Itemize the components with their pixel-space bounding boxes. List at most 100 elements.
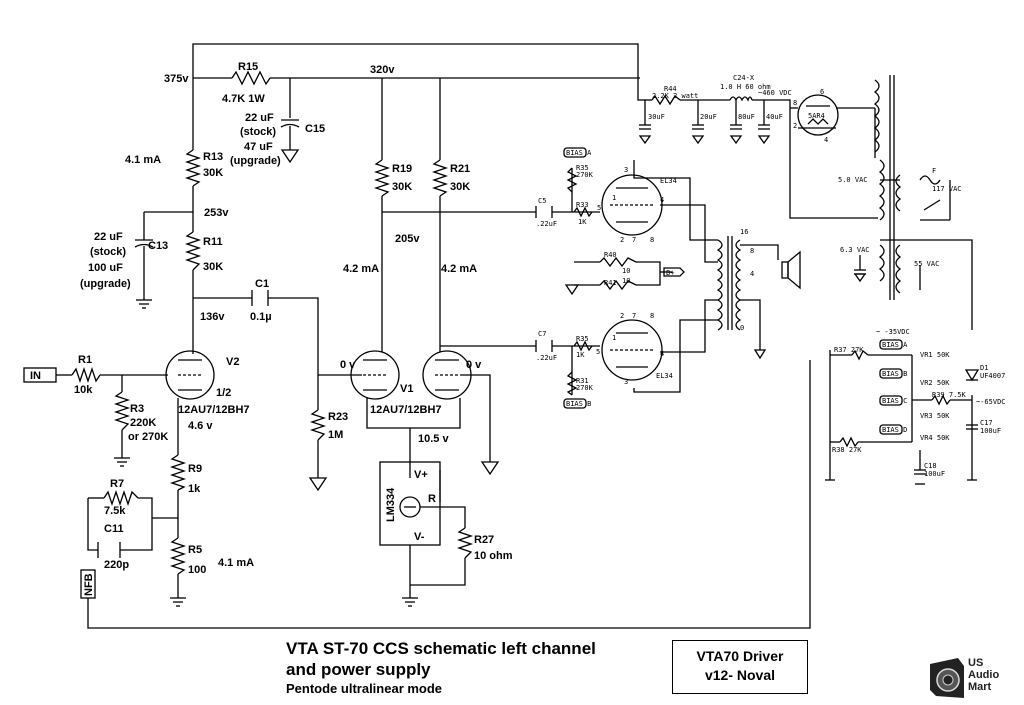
label-vr1: VR1 50K [920, 351, 950, 359]
tube-v1a [350, 350, 400, 400]
label-r3-a: 220K [130, 417, 156, 429]
bias-tags [23, 147, 903, 599]
label-el34b-p4: 4 [660, 350, 664, 358]
label-r39: R39 7.5K [932, 391, 967, 399]
label-el34b-p7: 7 [632, 312, 636, 320]
label-el34b-p2: 2 [620, 312, 624, 320]
label-c15-a: 22 uF [245, 112, 274, 124]
title-block-line-2: v12- Noval [704, 667, 776, 683]
label-bias-d: BIAS D [882, 426, 907, 434]
tube-el34b [601, 319, 663, 381]
label-r5: R5 [188, 544, 202, 556]
label-r38: R38 27K [832, 446, 862, 454]
grounds [114, 135, 977, 607]
label-r19: R19 [392, 163, 412, 175]
label-4-2ma-b: 4.2 mA [441, 263, 477, 275]
label-v2-type: 12AU7/12BH7 [178, 404, 250, 416]
output-transformer [716, 236, 801, 331]
label-d1: D1 [980, 364, 988, 372]
label-el34a-p1: 1 [612, 194, 616, 202]
caption-line-2: and power supply [286, 660, 431, 679]
label-r-pin: R [428, 493, 436, 505]
label-55vac: 55 VAC [914, 260, 939, 268]
label-r13: R13 [203, 151, 223, 163]
label-c24: C24-X [733, 74, 755, 82]
label-r9: R9 [188, 463, 202, 475]
speaker-icon [781, 261, 789, 279]
label-r37: R37 27K [834, 346, 864, 354]
label-6-3vac: 6.3 VAC [840, 246, 870, 254]
label-r1-val: 10k [74, 384, 93, 396]
label-r27-val: 10 ohm [474, 550, 513, 562]
label-c15-b: (stock) [240, 126, 276, 138]
label-r11-val: 30K [203, 261, 223, 273]
label-fuse: F [932, 167, 936, 175]
logo-line-1: US [968, 657, 984, 669]
resistor-r35b [573, 340, 593, 352]
resistor-r1 [71, 366, 101, 384]
label-bias-a: BIAS A [566, 149, 592, 157]
label-r11: R11 [203, 236, 223, 248]
label-el34b-p3: 3 [624, 378, 628, 386]
label-r41: R41 [604, 279, 617, 287]
label-bias-b: BIAS B [566, 400, 591, 408]
title-block: VTA70 Driver v12- Noval [672, 640, 808, 694]
label-r7: R7 [110, 478, 124, 490]
label-c15-c: 47 uF [244, 141, 273, 153]
label-half: 1/2 [216, 387, 231, 399]
label-v1: V1 [400, 383, 413, 395]
label-r1: R1 [78, 354, 92, 366]
label-el34b-p5: 5 [596, 348, 600, 356]
label-vr2: VR2 50K [920, 379, 950, 387]
label-lm334: LM334 [385, 487, 397, 522]
label-c13-d: (upgrade) [80, 278, 131, 290]
label-nfb: NFB [83, 573, 95, 596]
speaker-logo-icon [930, 658, 964, 698]
label-r21: R21 [450, 163, 470, 175]
label-4-1ma-a: 4.1 mA [125, 154, 161, 166]
us-audio-mart-logo: US Audio Mart [928, 656, 1020, 702]
label-r35a-val: 270K [576, 171, 594, 179]
label-c5-val: .22uF [536, 220, 557, 228]
resistor-r27 [456, 527, 474, 559]
resistor-r19 [373, 159, 391, 197]
resistor-r7 [103, 489, 139, 507]
label-c18: C18 [924, 462, 937, 470]
label-r44-val: 2.2K 2 watt [652, 92, 698, 100]
title-block-line-1: VTA70 Driver [696, 648, 784, 664]
label-ot-4: 4 [750, 270, 754, 278]
label-r3-b: or 270K [128, 431, 168, 443]
label-r31-val: 270K [576, 384, 594, 392]
label-460vdc: ~460 VDC [758, 89, 792, 97]
label-30uf: 30uF [648, 113, 665, 121]
label-205v: 205v [395, 233, 420, 245]
label-el34a: EL34 [660, 177, 677, 185]
label-r41-val: 10 [622, 277, 630, 285]
label-r35b-val: 1K [576, 351, 585, 359]
label-ot-0: 0 [740, 324, 744, 332]
label-5ar4-p8: 8 [793, 99, 797, 107]
label-375v: 375v [164, 73, 189, 85]
logo-line-2: Audio [968, 669, 1000, 681]
label-el34b-p1: 1 [612, 334, 616, 342]
label-neg35: ~ -35VDC [876, 328, 910, 336]
resistor-r5 [169, 537, 187, 575]
label-c5: C5 [538, 197, 546, 205]
label-4-2ma-a: 4.2 mA [343, 263, 379, 275]
caption-line-1: VTA ST-70 CCS schematic left channel [286, 639, 596, 658]
label-r7-val: 7.5k [104, 505, 126, 517]
label-r33: R33 [576, 201, 589, 209]
power-transformer [873, 75, 941, 300]
label-r5-val: 100 [188, 564, 206, 576]
label-4-1ma-b: 4.1 mA [218, 557, 254, 569]
label-r35a: R35 [576, 164, 589, 172]
wires [56, 43, 973, 629]
label-el34a-p5: 5 [597, 204, 601, 212]
label-0v-b: 0 v [466, 359, 482, 371]
label-80uf: 80uF [738, 113, 755, 121]
label-r23: R23 [328, 411, 348, 423]
resistor-r3 [113, 391, 131, 431]
tube-el34a [601, 174, 663, 236]
labels: 375v 320v R15 4.7K 1W 22 uF (stock) 47 u… [30, 61, 1006, 596]
label-ot-8: 8 [750, 247, 754, 255]
